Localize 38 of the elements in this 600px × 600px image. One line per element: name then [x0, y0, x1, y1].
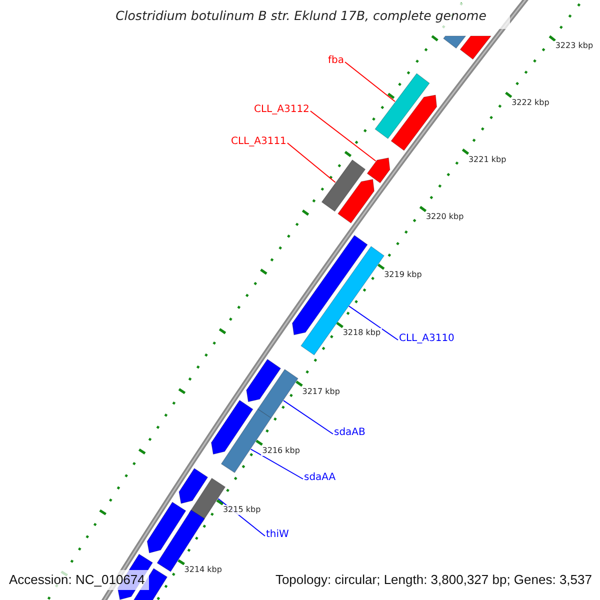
- gene-block: [210, 400, 254, 455]
- genome-info-text: Topology: circular; Length: 3,800,327 bp; Genes: 3,537: [275, 572, 592, 588]
- scale-label: 3220 kbp: [424, 212, 465, 222]
- leader-line: [348, 306, 398, 340]
- gene-block: [246, 358, 282, 402]
- gene-block: [156, 510, 205, 572]
- gene-block: [292, 234, 368, 336]
- gene-label: fba: [328, 55, 344, 67]
- gene-block: [460, 36, 492, 60]
- scale-label: 3215 kbp: [222, 505, 262, 516]
- leader-line: [310, 110, 376, 162]
- gene-label: CLL_A3110: [399, 333, 454, 345]
- gene-block: [146, 502, 186, 554]
- scale-label: 3223 kbp: [554, 41, 594, 52]
- scale-label: 3222 kbp: [510, 98, 550, 108]
- scale-label: 3216 kbp: [261, 446, 301, 456]
- gene-label: sdaAA: [304, 472, 336, 484]
- leader-line: [250, 448, 304, 480]
- gene-block: [257, 369, 298, 418]
- gene-block: [443, 36, 466, 49]
- gene-block: [321, 160, 366, 212]
- leader-line: [283, 400, 334, 434]
- gene-label: CLL_A3111: [231, 136, 286, 148]
- gene-block: [390, 94, 438, 151]
- gene-block: [178, 468, 208, 504]
- gene-block: [338, 179, 374, 224]
- leader-line: [286, 142, 336, 183]
- gene-label: thiW: [266, 529, 289, 541]
- scale-label: 3218 kbp: [342, 328, 382, 338]
- scale-label: 3214 kbp: [183, 565, 223, 576]
- gene-label: CLL_A3112: [254, 104, 310, 116]
- gene-label: sdaAB: [334, 427, 366, 439]
- scale-label: 3217 kbp: [301, 386, 341, 397]
- scale-label: 3221 kbp: [467, 154, 508, 165]
- gene-block: [374, 73, 430, 140]
- leader-line: [344, 62, 396, 102]
- scale-label: 3219 kbp: [383, 270, 423, 280]
- gene-block: [300, 246, 385, 356]
